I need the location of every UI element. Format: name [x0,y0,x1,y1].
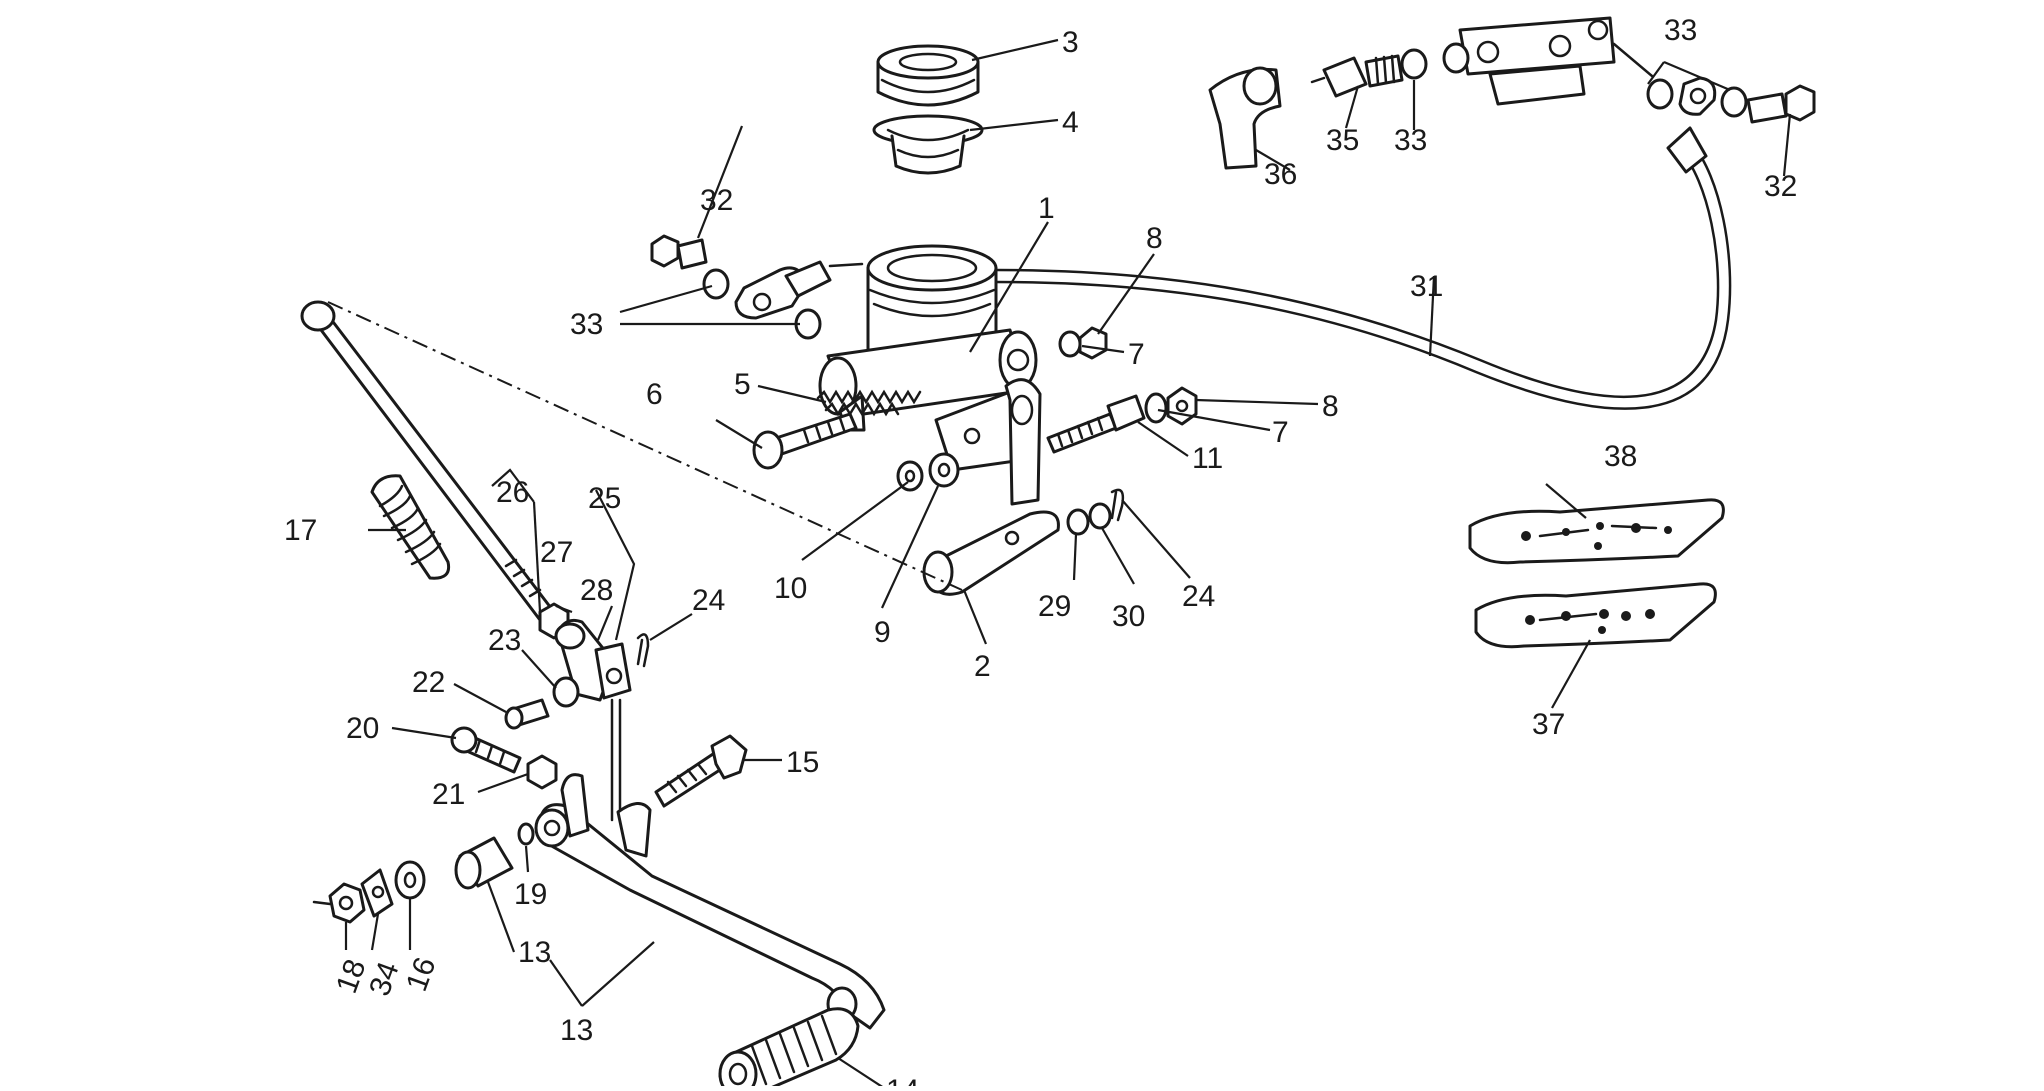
repair-kit-38 [1468,498,1725,565]
callout-27: 27 [540,536,573,569]
callout-30: 30 [1112,600,1145,633]
callout-1: 1 [1038,192,1055,225]
callout-8b: 8 [1322,390,1339,423]
o-ring-19 [517,822,535,846]
washer-33-right-b [1720,86,1748,118]
callout-38: 38 [1604,440,1637,473]
brake-pedal [534,773,886,1030]
reservoir-seal [872,114,984,175]
banjo-fitting-right [1678,76,1717,116]
rubber-boot [370,474,451,580]
callout-7a: 7 [1128,338,1145,371]
callout-5: 5 [734,368,751,401]
callout-28: 28 [580,574,613,607]
callout-26: 26 [496,476,529,509]
assembly-axis-line [327,301,963,591]
banjo-fitting-left [734,260,832,320]
callout-13b: 13 [560,1014,593,1047]
callout-33a: 33 [570,308,603,341]
callout-11: 11 [1192,442,1223,475]
repair-kit-37 [1474,582,1717,649]
callout-7b: 7 [1272,416,1289,449]
return-spring [816,389,922,417]
clevis-pin-22 [504,698,550,730]
nut-18 [312,882,366,924]
callout-20: 20 [346,712,379,745]
leader-lines [344,38,1792,1089]
tab-washer-34 [360,868,394,918]
callout-16: 16 [400,953,442,996]
washer-33-top-b [1442,42,1470,74]
nut-8-lower [1166,386,1198,426]
callout-33c: 33 [1394,124,1427,157]
callout-34: 34 [363,958,405,1001]
washer-7-lower [1144,392,1168,424]
callout-18: 18 [330,955,372,998]
push-rod [922,378,1060,596]
callout-17: 17 [284,514,317,547]
washer-16 [394,860,426,900]
callout-3: 3 [1062,26,1079,59]
reservoir-cap [876,44,980,107]
callout-25: 25 [588,482,621,515]
mounting-bolt [752,412,858,470]
callout-2: 2 [974,650,991,683]
callout-9: 9 [874,616,891,649]
brake-hose [828,126,1732,410]
callout-32b: 32 [1764,170,1797,203]
spacer-bush [454,836,514,890]
stop-light-switch [1310,54,1404,98]
callout-36: 36 [1264,158,1297,191]
callout-8a: 8 [1146,222,1163,255]
hose-bracket [1458,16,1654,106]
washer-10 [896,460,924,492]
callout-31: 31 [1410,270,1443,303]
pivot-bolt [654,734,748,808]
callout-23: 23 [488,624,521,657]
link-rod [610,698,622,822]
callout-24b: 24 [692,584,725,617]
callout-15: 15 [786,746,819,779]
callout-13a: 13 [518,936,551,969]
washer-30 [1088,502,1112,530]
callout-35: 35 [1326,124,1359,157]
callout-21: 21 [432,778,465,811]
callout-14: 14 [886,1074,919,1086]
callout-32a: 32 [700,184,733,217]
callout-4: 4 [1062,106,1079,139]
bolt-20 [450,726,522,774]
adjuster-bolt [1046,394,1146,454]
split-pin-24-upper [1110,488,1125,522]
washer-33-right-a [1646,78,1674,110]
banjo-bolt-left [650,234,708,270]
washer-29 [1066,508,1090,536]
washer-23 [552,676,580,708]
callout-10: 10 [774,572,807,605]
switch-boot [1208,66,1282,170]
nut-8-upper [1078,326,1108,360]
washer-33-left-a [702,268,730,300]
callout-29: 29 [1038,590,1071,623]
callout-6: 6 [646,378,663,411]
split-pin-24-lower [636,633,650,668]
callout-24a: 24 [1182,580,1215,613]
banjo-bolt-right [1746,84,1816,124]
washer-7-upper [1058,330,1082,358]
callout-22: 22 [412,666,445,699]
callout-33b: 33 [1664,14,1697,47]
washer-33-top [1400,48,1428,80]
master-cylinder [818,244,1038,472]
callout-37: 37 [1532,708,1565,741]
washer-9 [928,452,960,488]
nut-21 [526,754,558,790]
pedal-rubber [718,1007,860,1091]
callout-19: 19 [514,878,547,911]
